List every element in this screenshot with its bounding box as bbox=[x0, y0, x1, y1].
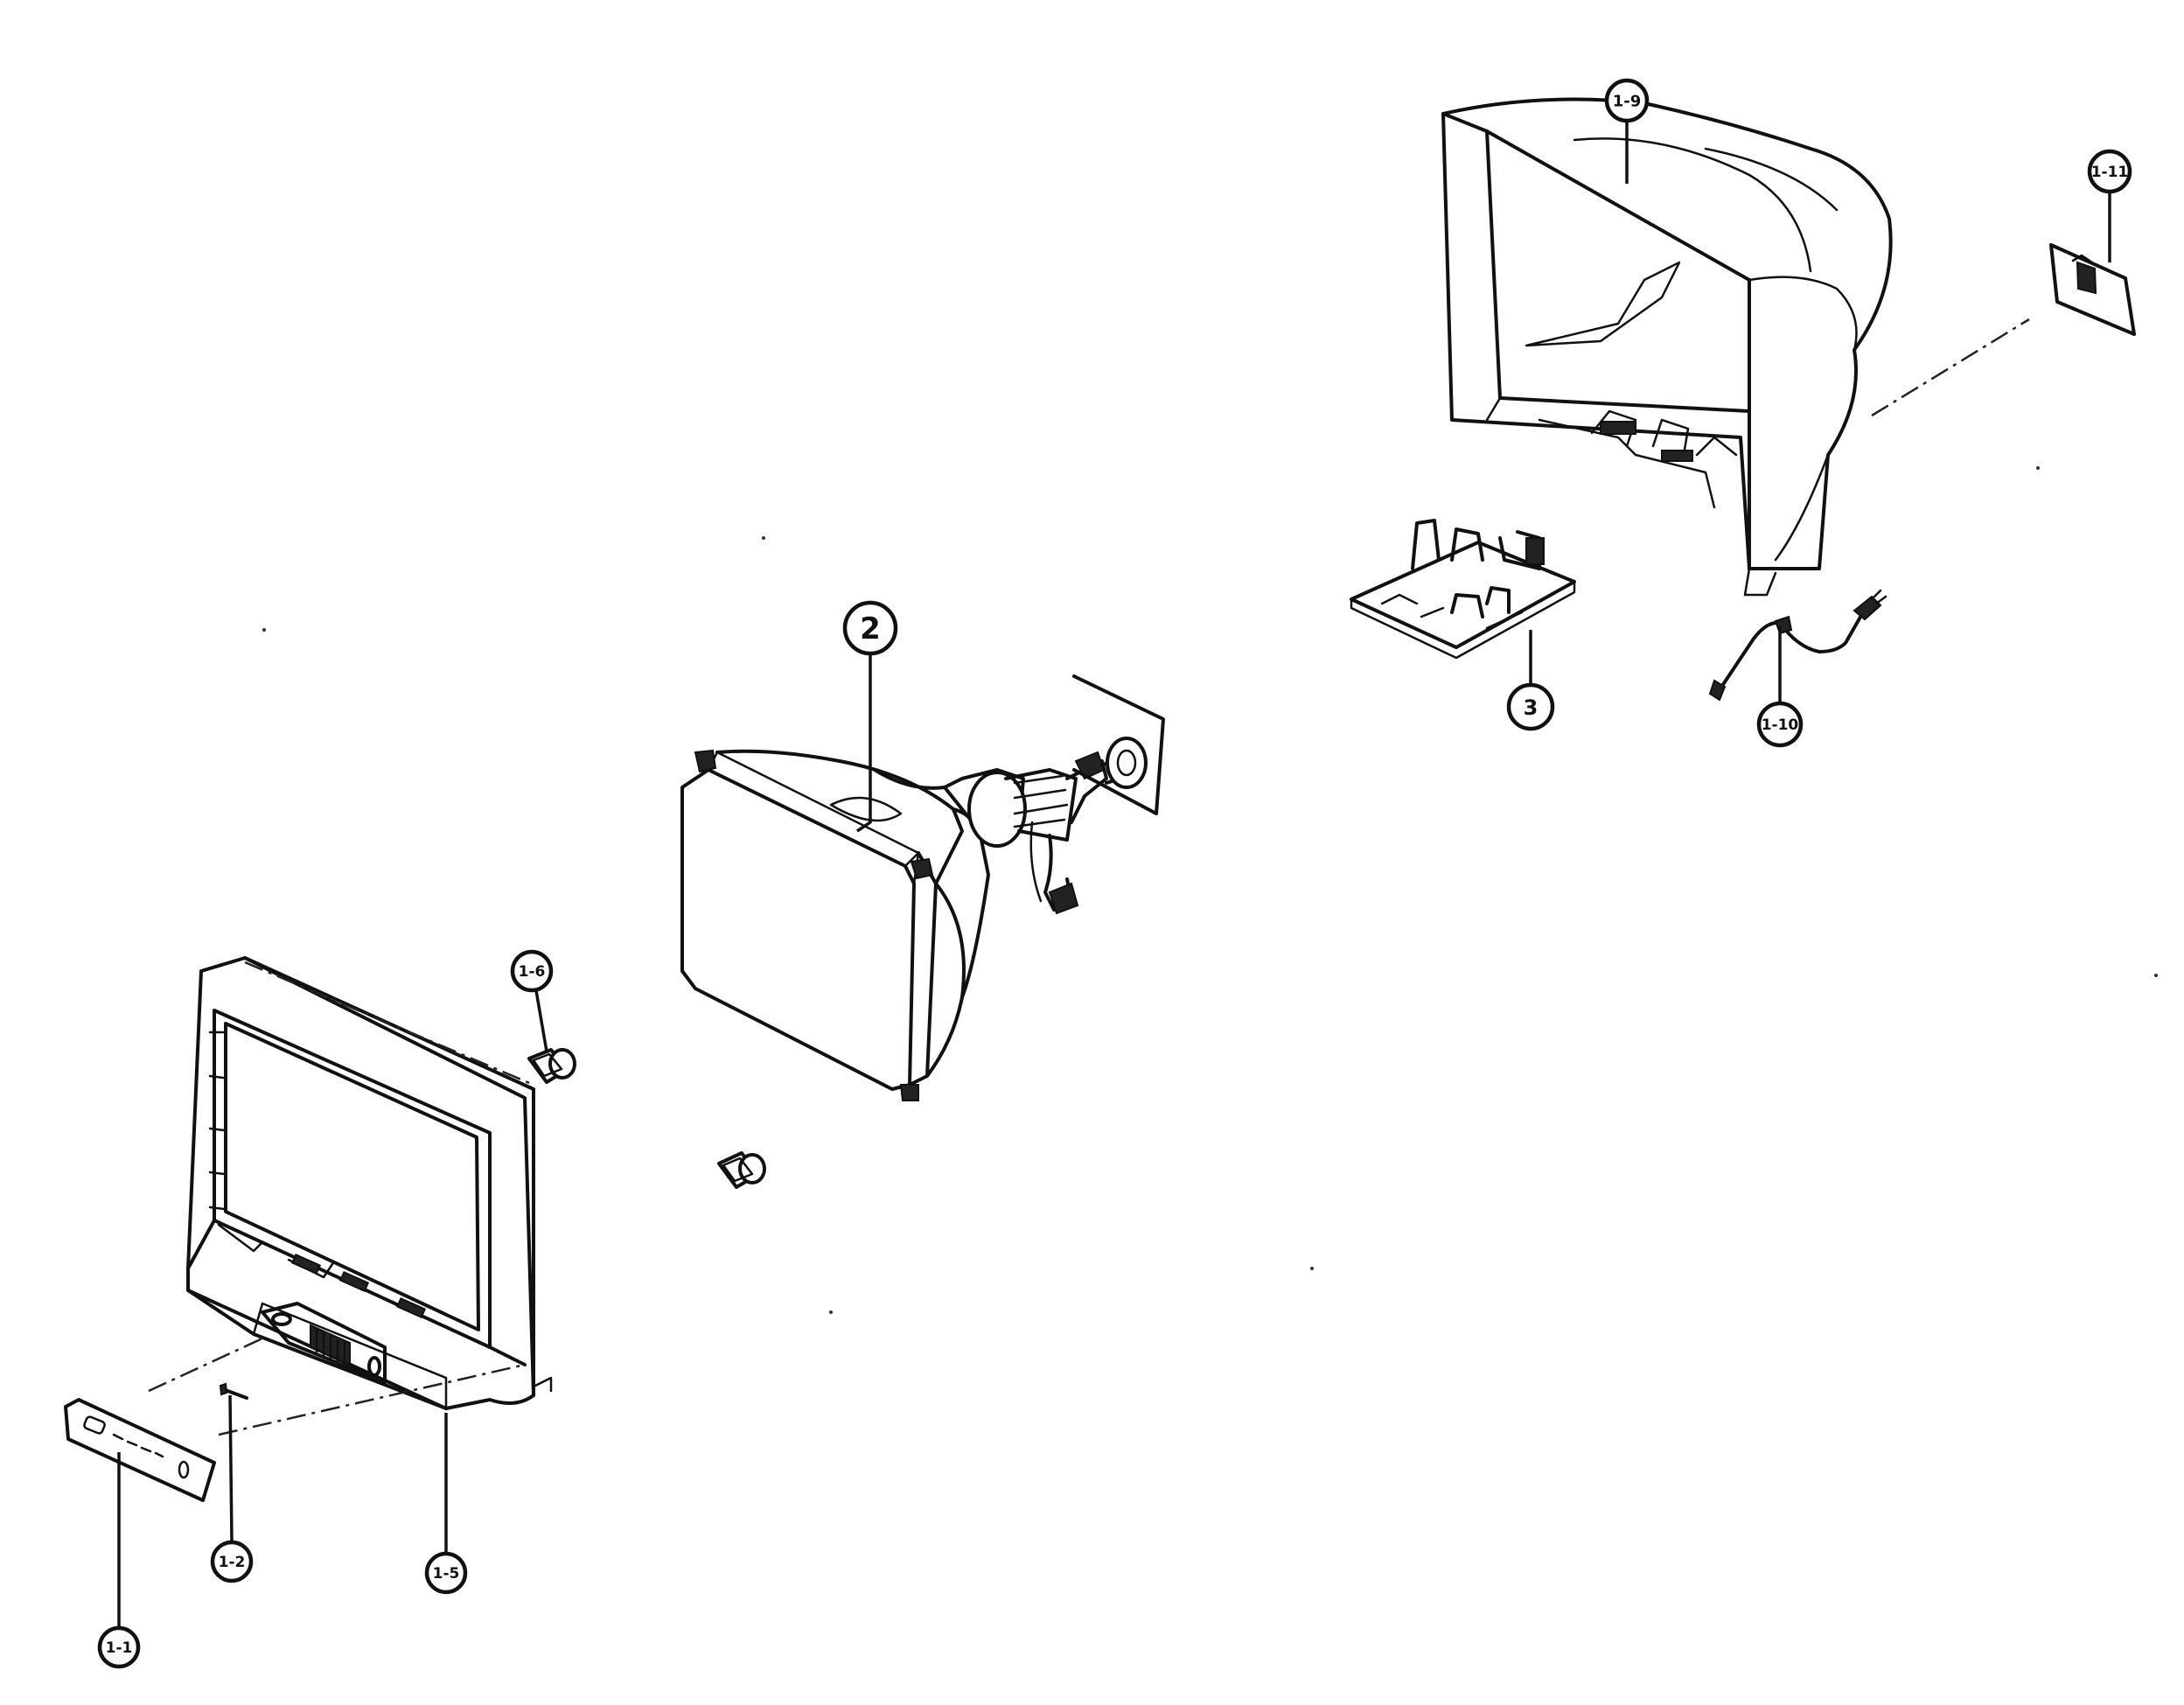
control-panel-door bbox=[64, 1398, 216, 1502]
screw bbox=[219, 1382, 248, 1400]
crt-picture-tube bbox=[680, 674, 1165, 1101]
callout-1-6: 1-6 bbox=[510, 949, 554, 993]
callout-label-1-11: 1-11 bbox=[2091, 164, 2129, 181]
callout-label-3: 3 bbox=[1524, 695, 1539, 720]
callout-label-1-9: 1-9 bbox=[1613, 93, 1642, 111]
callout-label-1-10: 1-10 bbox=[1762, 716, 1799, 734]
dash-line-front-1 bbox=[148, 1337, 263, 1393]
callout-1-9: 1-9 bbox=[1604, 78, 1650, 123]
callout-1-2: 1-2 bbox=[210, 1540, 254, 1583]
callout-label-1-1: 1-1 bbox=[106, 1639, 133, 1657]
callout-3: 3 bbox=[1506, 682, 1555, 731]
callout-label-1-2: 1-2 bbox=[219, 1554, 246, 1571]
leader-lines bbox=[117, 121, 2111, 1627]
speaker-upper bbox=[527, 1048, 576, 1084]
dash-line-rear bbox=[1871, 318, 2030, 417]
callout-label-1-6: 1-6 bbox=[519, 963, 546, 981]
front-cabinet bbox=[186, 956, 553, 1410]
rear-label-plate bbox=[2049, 243, 2136, 336]
rear-cabinet bbox=[1441, 97, 1893, 597]
callout-1-5: 1-5 bbox=[424, 1551, 468, 1595]
dash-line-front-2 bbox=[218, 1363, 526, 1436]
callout-1-10: 1-10 bbox=[1756, 701, 1804, 748]
speck-dots bbox=[262, 466, 2158, 1314]
speaker-lower bbox=[717, 1151, 766, 1189]
callout-label-1-5: 1-5 bbox=[433, 1565, 460, 1583]
callout-label-2: 2 bbox=[860, 611, 881, 646]
callout-1-1: 1-1 bbox=[97, 1625, 141, 1669]
callout-1-11: 1-11 bbox=[2087, 149, 2132, 194]
power-cord bbox=[1708, 589, 1887, 702]
main-pcb bbox=[1350, 519, 1576, 660]
callout-2: 2 bbox=[842, 600, 898, 656]
dash-line-front-3 bbox=[244, 961, 534, 1087]
